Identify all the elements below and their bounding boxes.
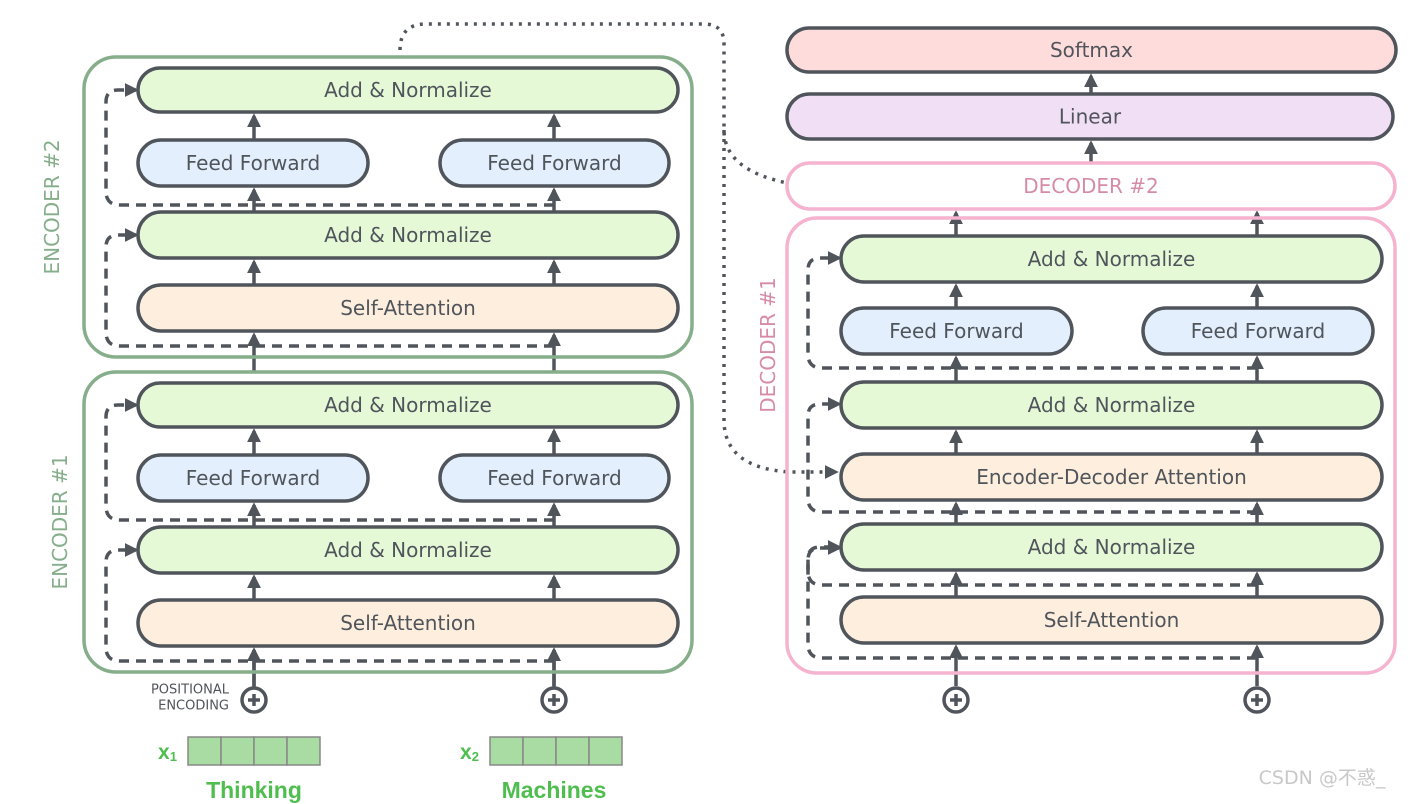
feed-forward-block xyxy=(438,138,671,188)
feed-forward-block-label: Feed Forward xyxy=(487,466,622,490)
feed-forward-block xyxy=(1141,306,1375,356)
linear-block xyxy=(785,92,1395,141)
add-normalize-block xyxy=(839,522,1384,572)
residual-connection xyxy=(806,397,1257,514)
encoder-decoder-attention-block-label: Encoder-Decoder Attention xyxy=(976,465,1247,489)
self-attention-block xyxy=(839,595,1384,645)
embedding-cell xyxy=(220,736,255,766)
residual-connection xyxy=(104,543,554,663)
self-attention-block-label: Self-Attention xyxy=(340,296,476,320)
embedding-cell xyxy=(489,736,524,766)
residual-connection xyxy=(806,251,1257,370)
positional-encoding-add-plus-sign xyxy=(248,694,260,706)
vector-name: x xyxy=(158,741,170,764)
decoder-input-add-plus-sign xyxy=(1251,694,1263,706)
residual-connection xyxy=(104,83,554,207)
input-vector-label: x1 xyxy=(158,741,177,764)
decoder-1-box xyxy=(785,216,1397,675)
add-normalize-block xyxy=(136,381,680,429)
add-normalize-block xyxy=(136,525,680,575)
feed-forward-block-label: Feed Forward xyxy=(889,319,1024,343)
embedding-cell xyxy=(187,736,222,766)
feed-forward-block xyxy=(136,453,370,503)
decoder-2-label: DECODER #2 xyxy=(1023,174,1159,198)
embedding-cell xyxy=(253,736,288,766)
positional-encoding-add-plus-sign xyxy=(548,694,560,706)
add-normalize-block-label: Add & Normalize xyxy=(324,223,492,247)
positional-encoding-label: POSITIONAL xyxy=(151,683,230,698)
add-normalize-block-label: Add & Normalize xyxy=(1028,535,1196,559)
add-normalize-block-label: Add & Normalize xyxy=(324,538,492,562)
add-normalize-block-label: Add & Normalize xyxy=(1028,393,1196,417)
feed-forward-block-label: Feed Forward xyxy=(487,151,622,175)
add-normalize-block xyxy=(136,66,680,114)
self-attention-block-label: Self-Attention xyxy=(1044,608,1180,632)
input-word: Thinking xyxy=(206,777,302,803)
decoder-input-add-plus-sign xyxy=(950,694,962,706)
feed-forward-block-label: Feed Forward xyxy=(186,466,321,490)
feed-forward-block xyxy=(136,138,370,188)
softmax-block-label: Softmax xyxy=(1050,38,1133,62)
vector-subscript: 1 xyxy=(170,749,177,764)
feed-forward-block xyxy=(438,453,671,503)
vector-subscript: 2 xyxy=(472,749,479,764)
feed-forward-block-label: Feed Forward xyxy=(1191,319,1326,343)
embedding-cell xyxy=(588,736,623,766)
add-normalize-block xyxy=(136,210,680,260)
embedding-cell xyxy=(522,736,557,766)
residual-connection xyxy=(104,228,554,348)
embedding-cell xyxy=(555,736,590,766)
self-attention-block xyxy=(136,598,680,648)
encoder-2-box xyxy=(82,55,694,359)
vector-name: x xyxy=(460,741,472,764)
input-vector-label: x2 xyxy=(460,741,479,764)
encoder-1-label: ENCODER #1 xyxy=(48,454,72,589)
self-attention-block xyxy=(136,283,680,333)
decoder-2-box xyxy=(785,161,1397,211)
feed-forward-block-label: Feed Forward xyxy=(186,151,321,175)
encoder-output-to-decoder-1 xyxy=(722,130,839,479)
linear-block-label: Linear xyxy=(1059,105,1122,129)
add-normalize-block-label: Add & Normalize xyxy=(324,393,492,417)
decoder-1-label: DECODER #1 xyxy=(756,277,780,413)
add-normalize-block xyxy=(839,234,1384,284)
embedding-cell xyxy=(286,736,321,766)
encoder-2-label: ENCODER #2 xyxy=(40,139,64,274)
encoder-decoder-attention-block xyxy=(839,452,1384,502)
softmax-block xyxy=(785,26,1398,74)
self-attention-block-label: Self-Attention xyxy=(340,611,476,635)
add-normalize-block-label: Add & Normalize xyxy=(324,78,492,102)
residual-connection xyxy=(806,541,1257,660)
input-word: Machines xyxy=(502,777,607,803)
positional-encoding-label: ENCODING xyxy=(158,699,229,714)
encoder-1-box xyxy=(82,370,694,674)
watermark: CSDN @不惑_ xyxy=(1259,767,1386,789)
add-normalize-block-label: Add & Normalize xyxy=(1028,247,1196,271)
feed-forward-block xyxy=(839,306,1074,356)
residual-connection xyxy=(104,398,554,522)
add-normalize-block xyxy=(839,380,1384,430)
